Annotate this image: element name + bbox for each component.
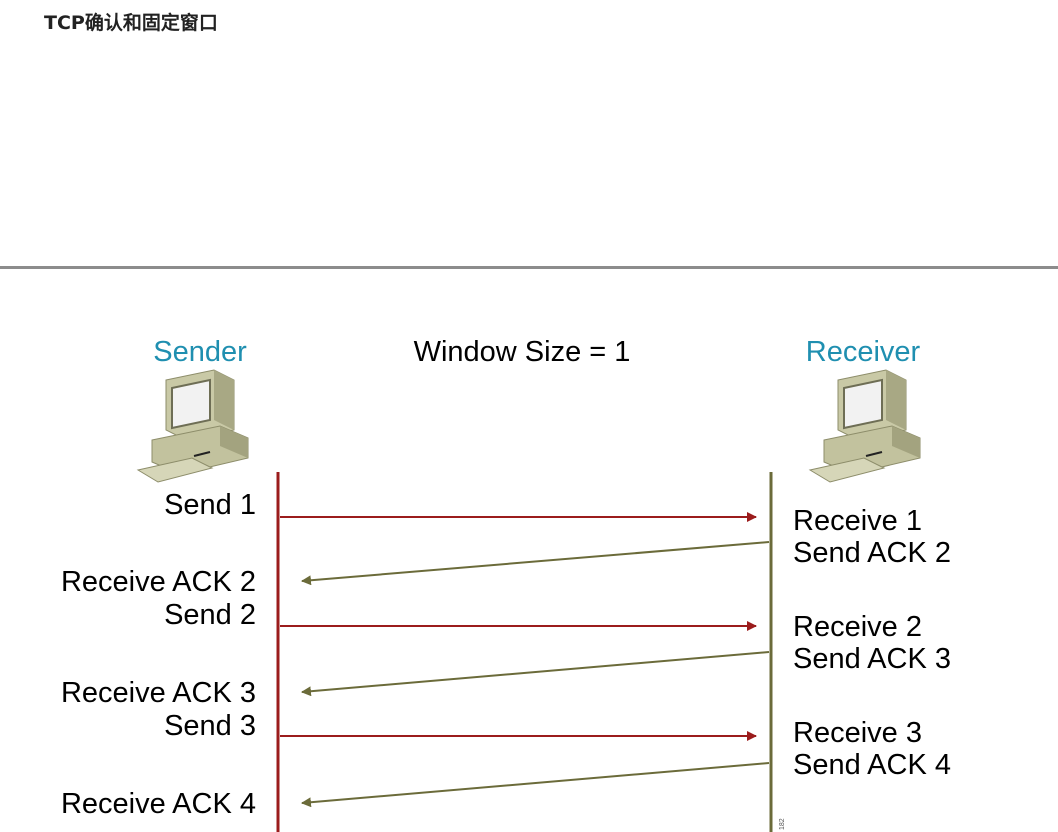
sender-send-2: Send 2 (164, 599, 256, 631)
page-title: TCP确认和固定窗口 (44, 12, 218, 34)
receiver-receive-1: Receive 1 (793, 505, 922, 537)
receiver-computer-icon (809, 369, 921, 483)
receiver-send-ack-3: Send ACK 3 (793, 643, 951, 675)
sender-computer-icon (137, 369, 249, 483)
ack-arrow-2 (301, 651, 770, 697)
sender-send-1: Send 1 (164, 489, 256, 521)
sender-label: Sender (153, 336, 247, 368)
sender-receive-ack-2: Receive ACK 2 (61, 566, 256, 598)
receiver-receive-3: Receive 3 (793, 717, 922, 749)
section-divider (0, 266, 1058, 269)
figure-id: 182 (779, 818, 786, 830)
receiver-label: Receiver (806, 336, 921, 368)
window-size-label: Window Size = 1 (414, 336, 631, 368)
ack-arrow-1 (301, 541, 770, 586)
sender-send-3: Send 3 (164, 710, 256, 742)
ack-arrow-3 (301, 762, 770, 808)
sender-receive-ack-4: Receive ACK 4 (61, 788, 256, 820)
sender-receive-ack-3: Receive ACK 3 (61, 677, 256, 709)
receiver-send-ack-4: Send ACK 4 (793, 749, 951, 781)
receiver-send-ack-2: Send ACK 2 (793, 537, 951, 569)
receiver-receive-2: Receive 2 (793, 611, 922, 643)
